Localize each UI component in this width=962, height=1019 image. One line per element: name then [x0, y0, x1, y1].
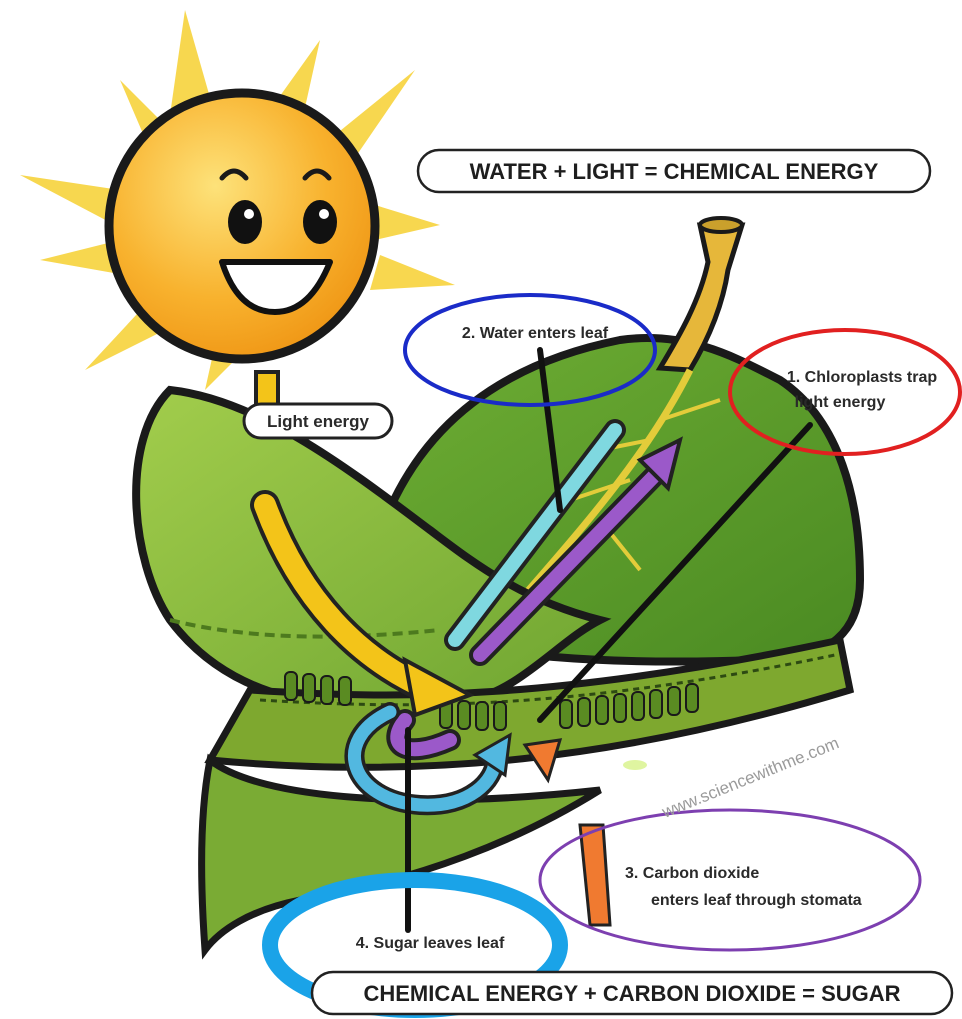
co2-arrow: [525, 740, 610, 925]
top-equation-box: WATER + LIGHT = CHEMICAL ENERGY: [418, 150, 930, 192]
bottom-equation-text: CHEMICAL ENERGY + CARBON DIOXIDE = SUGAR: [363, 981, 900, 1006]
chloroplast-label-line1: 1. Chloroplasts trap: [787, 369, 937, 386]
sun: [109, 93, 375, 359]
bottom-equation-box: CHEMICAL ENERGY + CARBON DIOXIDE = SUGAR: [312, 972, 952, 1014]
light-energy-label: Light energy: [267, 412, 370, 431]
top-equation-text: WATER + LIGHT = CHEMICAL ENERGY: [470, 159, 879, 184]
watermark: www.sciencewithme.com: [658, 733, 841, 822]
light-energy-label-box: Light energy: [244, 404, 392, 438]
chloroplast-label-line2: light energy: [795, 394, 886, 411]
co2-label-line1: 3. Carbon dioxide: [625, 865, 759, 882]
sugar-label: 4. Sugar leaves leaf: [356, 935, 505, 952]
co2-label-line2: enters leaf through stomata: [651, 892, 862, 909]
water-label: 2. Water enters leaf: [462, 325, 609, 342]
